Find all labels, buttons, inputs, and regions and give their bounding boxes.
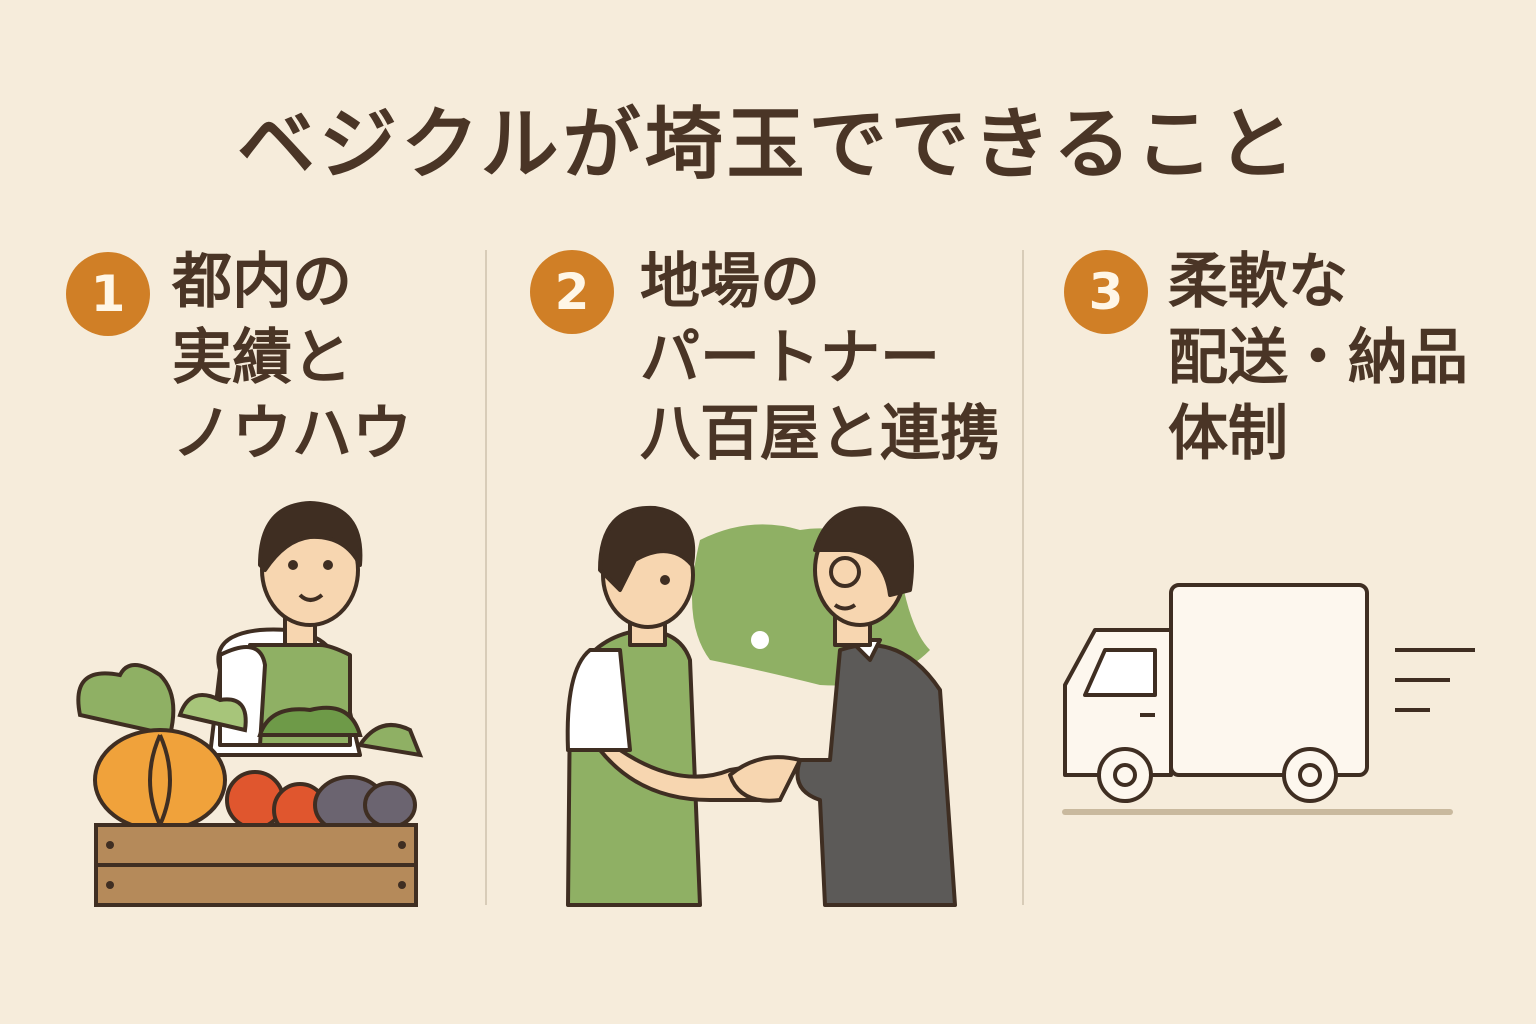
item-line: 配送・納品 [1168, 323, 1468, 393]
item-line: 柔軟な [1168, 247, 1348, 317]
item-line: パートナー [640, 323, 940, 393]
item-line: 実績と [172, 323, 352, 393]
item-line: 体制 [1168, 399, 1288, 469]
vegetable-vendor-icon [76, 501, 424, 907]
item-line: ノウハウ [172, 399, 412, 469]
item-text: 都内の 実績と ノウハウ [172, 244, 412, 472]
column-divider [1022, 250, 1024, 905]
handshake-partners-icon [565, 505, 957, 907]
item-text: 柔軟な 配送・納品 体制 [1168, 244, 1468, 472]
step-number-badge: 1 [66, 252, 150, 336]
column-divider [485, 250, 487, 905]
item-line: 地場の [640, 247, 820, 317]
item-line: 都内の [172, 247, 352, 317]
delivery-truck-icon [1062, 583, 1475, 815]
step-number-badge: 3 [1064, 250, 1148, 334]
item-text: 地場の パートナー 八百屋と連携 [640, 244, 1000, 472]
step-number-badge: 2 [530, 250, 614, 334]
page-title: ベジクルが埼玉でできること [236, 100, 1300, 190]
item-line: 八百屋と連携 [640, 399, 1000, 469]
